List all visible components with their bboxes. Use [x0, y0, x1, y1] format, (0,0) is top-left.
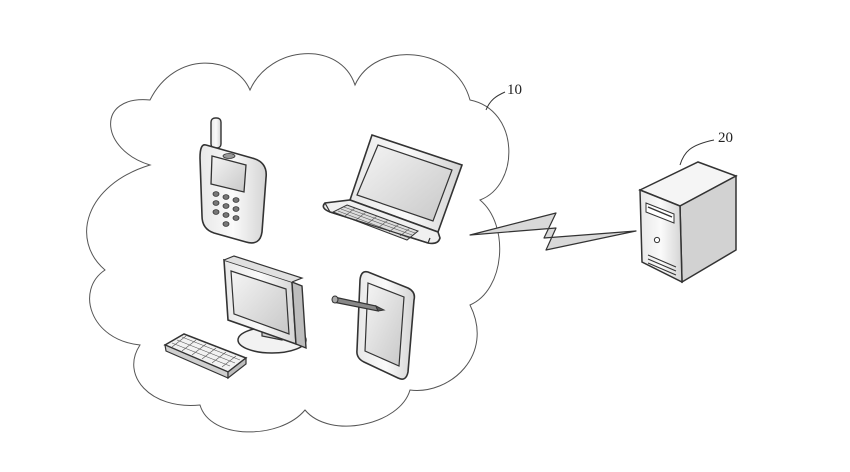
cloud-icon — [86, 53, 510, 433]
label-server: 20 — [718, 130, 733, 146]
stylus-icon — [331, 295, 386, 312]
server-icon — [638, 161, 738, 284]
desktop-computer-icon — [223, 255, 307, 354]
keyboard-icon — [163, 333, 248, 380]
tablet-icon — [356, 270, 416, 380]
label-20-leader — [679, 139, 715, 166]
laptop-icon — [322, 133, 464, 245]
mobile-phone-icon — [199, 117, 268, 244]
wireless-link-icon — [469, 212, 637, 251]
label-10-leader — [485, 91, 506, 111]
label-terminal-group: 10 — [507, 82, 522, 98]
